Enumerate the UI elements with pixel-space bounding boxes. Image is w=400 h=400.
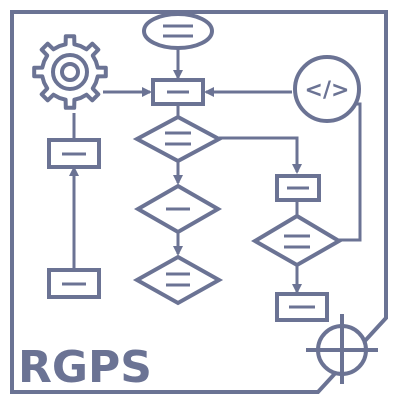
process-box-right-1 xyxy=(275,174,321,202)
decision-diamond-1 xyxy=(132,114,224,164)
code-symbol: </> xyxy=(305,78,350,103)
gear-icon xyxy=(32,34,108,110)
start-terminator xyxy=(142,12,214,50)
decision-diamond-2 xyxy=(133,183,223,235)
process-box-left xyxy=(47,138,101,169)
process-box-right-2 xyxy=(275,292,329,322)
process-box-bottom-left xyxy=(47,268,101,299)
crosshair-icon xyxy=(306,314,378,384)
wordmark: RGPS xyxy=(18,342,152,393)
code-icon: </> xyxy=(293,55,361,123)
decision-diamond-3 xyxy=(132,254,224,306)
decision-diamond-right xyxy=(251,213,343,268)
process-box-top xyxy=(151,78,205,106)
